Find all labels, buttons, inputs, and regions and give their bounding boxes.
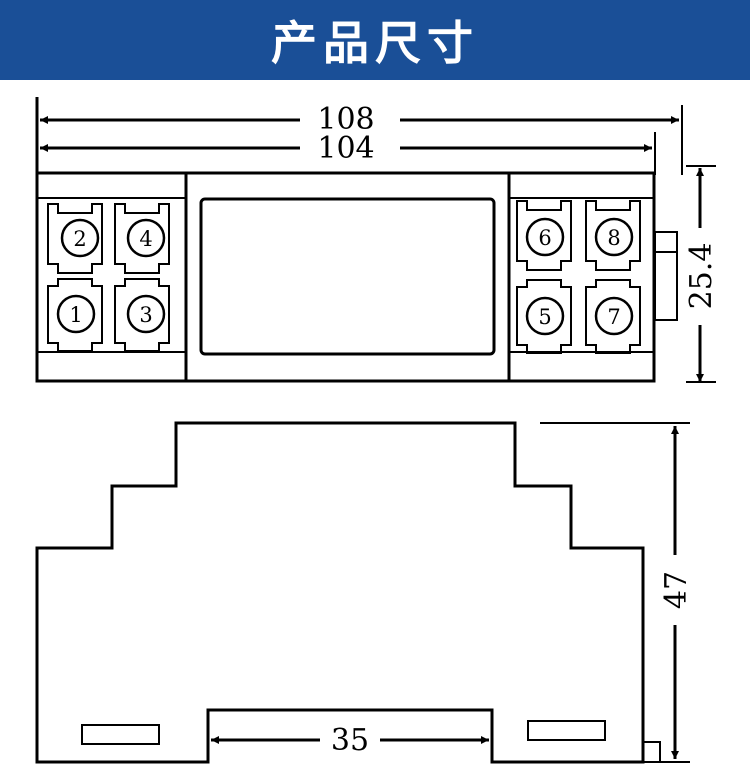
terminal-label: 7 bbox=[607, 305, 620, 329]
terminal-label: 6 bbox=[538, 226, 551, 250]
terminal-7 bbox=[594, 296, 634, 336]
terminal-label: 5 bbox=[538, 305, 551, 329]
side-clip bbox=[654, 231, 678, 321]
terminal-circles bbox=[56, 217, 634, 336]
left-mount-slot bbox=[81, 724, 160, 745]
dimension-25-4-label: 25.4 bbox=[684, 243, 719, 310]
dimension-108-label: 108 bbox=[317, 102, 374, 137]
dimension-25-4-line bbox=[686, 165, 716, 383]
terminal-label: 3 bbox=[139, 303, 152, 327]
display-frame bbox=[184, 171, 511, 383]
terminal-6 bbox=[525, 217, 565, 257]
page-title: 产品尺寸 bbox=[271, 16, 479, 70]
terminal-3 bbox=[126, 294, 166, 334]
terminal-1 bbox=[56, 294, 96, 334]
display-window bbox=[199, 197, 496, 356]
dimension-47-label: 47 bbox=[659, 571, 694, 609]
header-banner: 产品尺寸 bbox=[0, 0, 750, 80]
terminal-5 bbox=[525, 296, 565, 336]
rail-clip bbox=[642, 741, 661, 763]
dimension-104-label: 104 bbox=[317, 131, 374, 166]
terminal-2 bbox=[60, 218, 100, 258]
terminal-labels: 2 4 1 3 6 8 5 7 bbox=[69, 226, 620, 329]
device-side-profile bbox=[35, 421, 645, 764]
dimension-35-label: 35 bbox=[331, 723, 369, 758]
terminal-label: 1 bbox=[69, 303, 82, 327]
terminal-label: 8 bbox=[607, 226, 620, 250]
side-view bbox=[35, 421, 690, 764]
terminal-label: 2 bbox=[73, 227, 86, 251]
terminal-8 bbox=[594, 217, 634, 257]
terminal-label: 4 bbox=[139, 227, 152, 251]
terminal-blocks bbox=[47, 200, 641, 354]
terminal-4 bbox=[126, 218, 166, 258]
right-mount-slot bbox=[527, 720, 606, 741]
